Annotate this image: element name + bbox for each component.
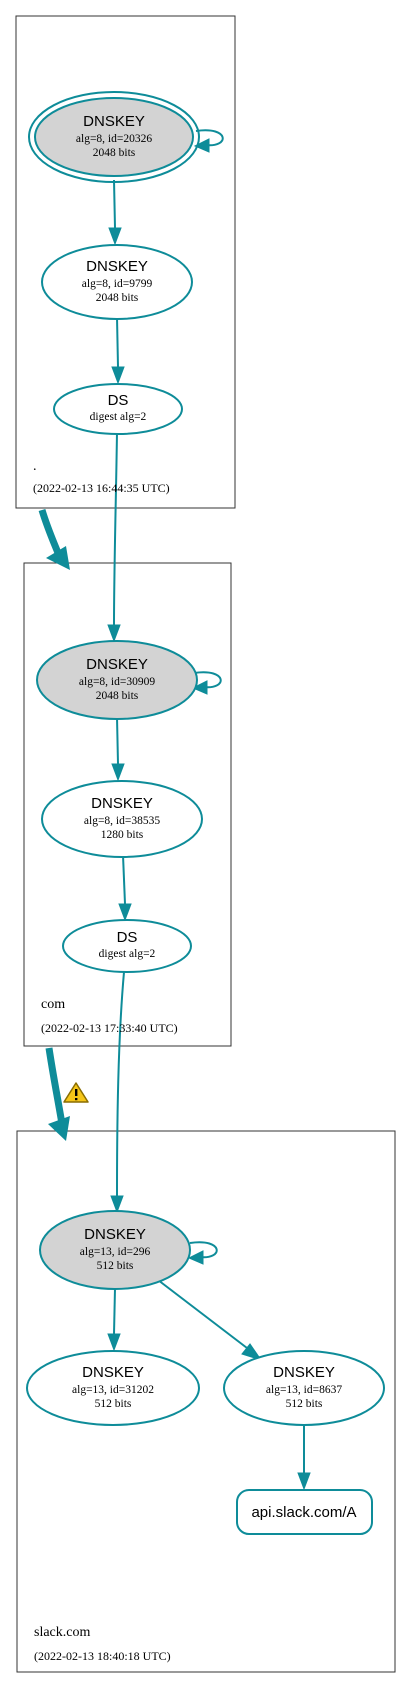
edge-root-ksk-to-zsk <box>113 179 116 229</box>
zone-delegation-com-to-slack <box>45 1047 66 1125</box>
node-title: DNSKEY <box>273 1364 335 1381</box>
node-key-info: alg=13, id=8637 <box>266 1384 342 1396</box>
edge-root-zsk-to-ds <box>116 316 119 368</box>
zone-root-name: . <box>33 459 37 474</box>
edge-arrowhead <box>108 227 122 246</box>
node-title: DNSKEY <box>83 113 145 130</box>
node-key-size: 2048 bits <box>96 292 139 304</box>
node-title: DNSKEY <box>82 1364 144 1381</box>
node-root-ksk[interactable]: DNSKEY alg=8, id=20326 2048 bits <box>28 91 200 183</box>
node-title: DS <box>117 929 138 946</box>
node-key-info: alg=8, id=38535 <box>84 815 160 827</box>
node-key-size: 2048 bits <box>96 690 139 702</box>
zone-slack-box <box>16 1130 396 1673</box>
node-root-ds[interactable]: DS digest alg=2 <box>53 383 183 435</box>
node-key-info: alg=8, id=30909 <box>79 676 155 688</box>
zone-com-name: com <box>41 997 65 1012</box>
node-title: DNSKEY <box>86 258 148 275</box>
node-slack-dnskey-8637[interactable]: DNSKEY alg=13, id=8637 512 bits <box>223 1350 385 1426</box>
edge-arrowhead <box>110 1195 124 1214</box>
edge-arrowhead <box>297 1472 311 1491</box>
node-digest-info: digest alg=2 <box>99 948 156 960</box>
zone-delegation-arrowhead <box>48 1116 70 1141</box>
node-com-ds[interactable]: DS digest alg=2 <box>62 919 192 973</box>
edge-arrowhead <box>187 1250 204 1265</box>
node-key-size: 512 bits <box>286 1398 323 1410</box>
node-title: DNSKEY <box>91 795 153 812</box>
node-key-info: alg=8, id=9799 <box>82 278 153 290</box>
edge-slack-ksk-to-k2 <box>157 1279 248 1349</box>
rrset-label: api.slack.com/A <box>251 1504 356 1521</box>
zone-root-timestamp: (2022-02-13 16:44:35 UTC) <box>33 481 170 495</box>
edge-arrowhead <box>107 1333 121 1352</box>
node-key-size: 2048 bits <box>93 147 136 159</box>
edge-com-ksk-to-zsk <box>116 716 119 765</box>
node-rrset-api-slack-com-a[interactable]: api.slack.com/A <box>236 1489 373 1535</box>
self-loop-slack-ksk <box>189 1241 218 1259</box>
node-root-zsk[interactable]: DNSKEY alg=8, id=9799 2048 bits <box>41 244 193 320</box>
edge-root-ds-to-com-ksk <box>113 431 118 626</box>
edge-arrowhead <box>193 138 210 153</box>
node-digest-info: digest alg=2 <box>90 411 147 423</box>
self-loop-com-ksk <box>193 671 222 689</box>
node-com-ksk[interactable]: DNSKEY alg=8, id=30909 2048 bits <box>36 640 198 720</box>
zone-slack-name: slack.com <box>34 1625 90 1640</box>
node-key-size: 512 bits <box>97 1260 134 1272</box>
node-slack-ksk[interactable]: DNSKEY alg=13, id=296 512 bits <box>39 1210 191 1290</box>
node-key-info: alg=8, id=20326 <box>76 133 152 145</box>
edge-com-zsk-to-ds <box>122 854 126 905</box>
node-title: DNSKEY <box>86 656 148 673</box>
node-slack-dnskey-31202[interactable]: DNSKEY alg=13, id=31202 512 bits <box>26 1350 200 1426</box>
warning-icon <box>63 1082 89 1103</box>
edge-arrowhead <box>107 624 121 643</box>
node-key-info: alg=13, id=31202 <box>72 1384 154 1396</box>
edge-arrowhead <box>118 903 132 922</box>
node-com-zsk[interactable]: DNSKEY alg=8, id=38535 1280 bits <box>41 780 203 858</box>
node-key-info: alg=13, id=296 <box>80 1246 151 1258</box>
zone-slack-timestamp: (2022-02-13 18:40:18 UTC) <box>34 1649 171 1663</box>
zone-delegation-root-to-com <box>38 508 64 560</box>
self-loop-root-ksk <box>195 129 224 147</box>
edge-arrowhead <box>111 763 125 782</box>
zone-root-box <box>15 15 236 509</box>
edge-slack-ksk-to-k1 <box>113 1287 116 1335</box>
edge-com-ds-to-slack-ksk <box>116 971 125 1197</box>
node-title: DS <box>108 392 129 409</box>
zone-com-box <box>23 562 232 1047</box>
edge-arrowhead <box>191 680 208 695</box>
node-title: DNSKEY <box>84 1226 146 1243</box>
edge-arrowhead <box>241 1343 263 1361</box>
zone-com-timestamp: (2022-02-13 17:33:40 UTC) <box>41 1021 178 1035</box>
zone-delegation-arrowhead <box>46 546 70 570</box>
edge-arrowhead <box>111 366 125 385</box>
node-key-size: 512 bits <box>95 1398 132 1410</box>
node-key-size: 1280 bits <box>101 829 144 841</box>
